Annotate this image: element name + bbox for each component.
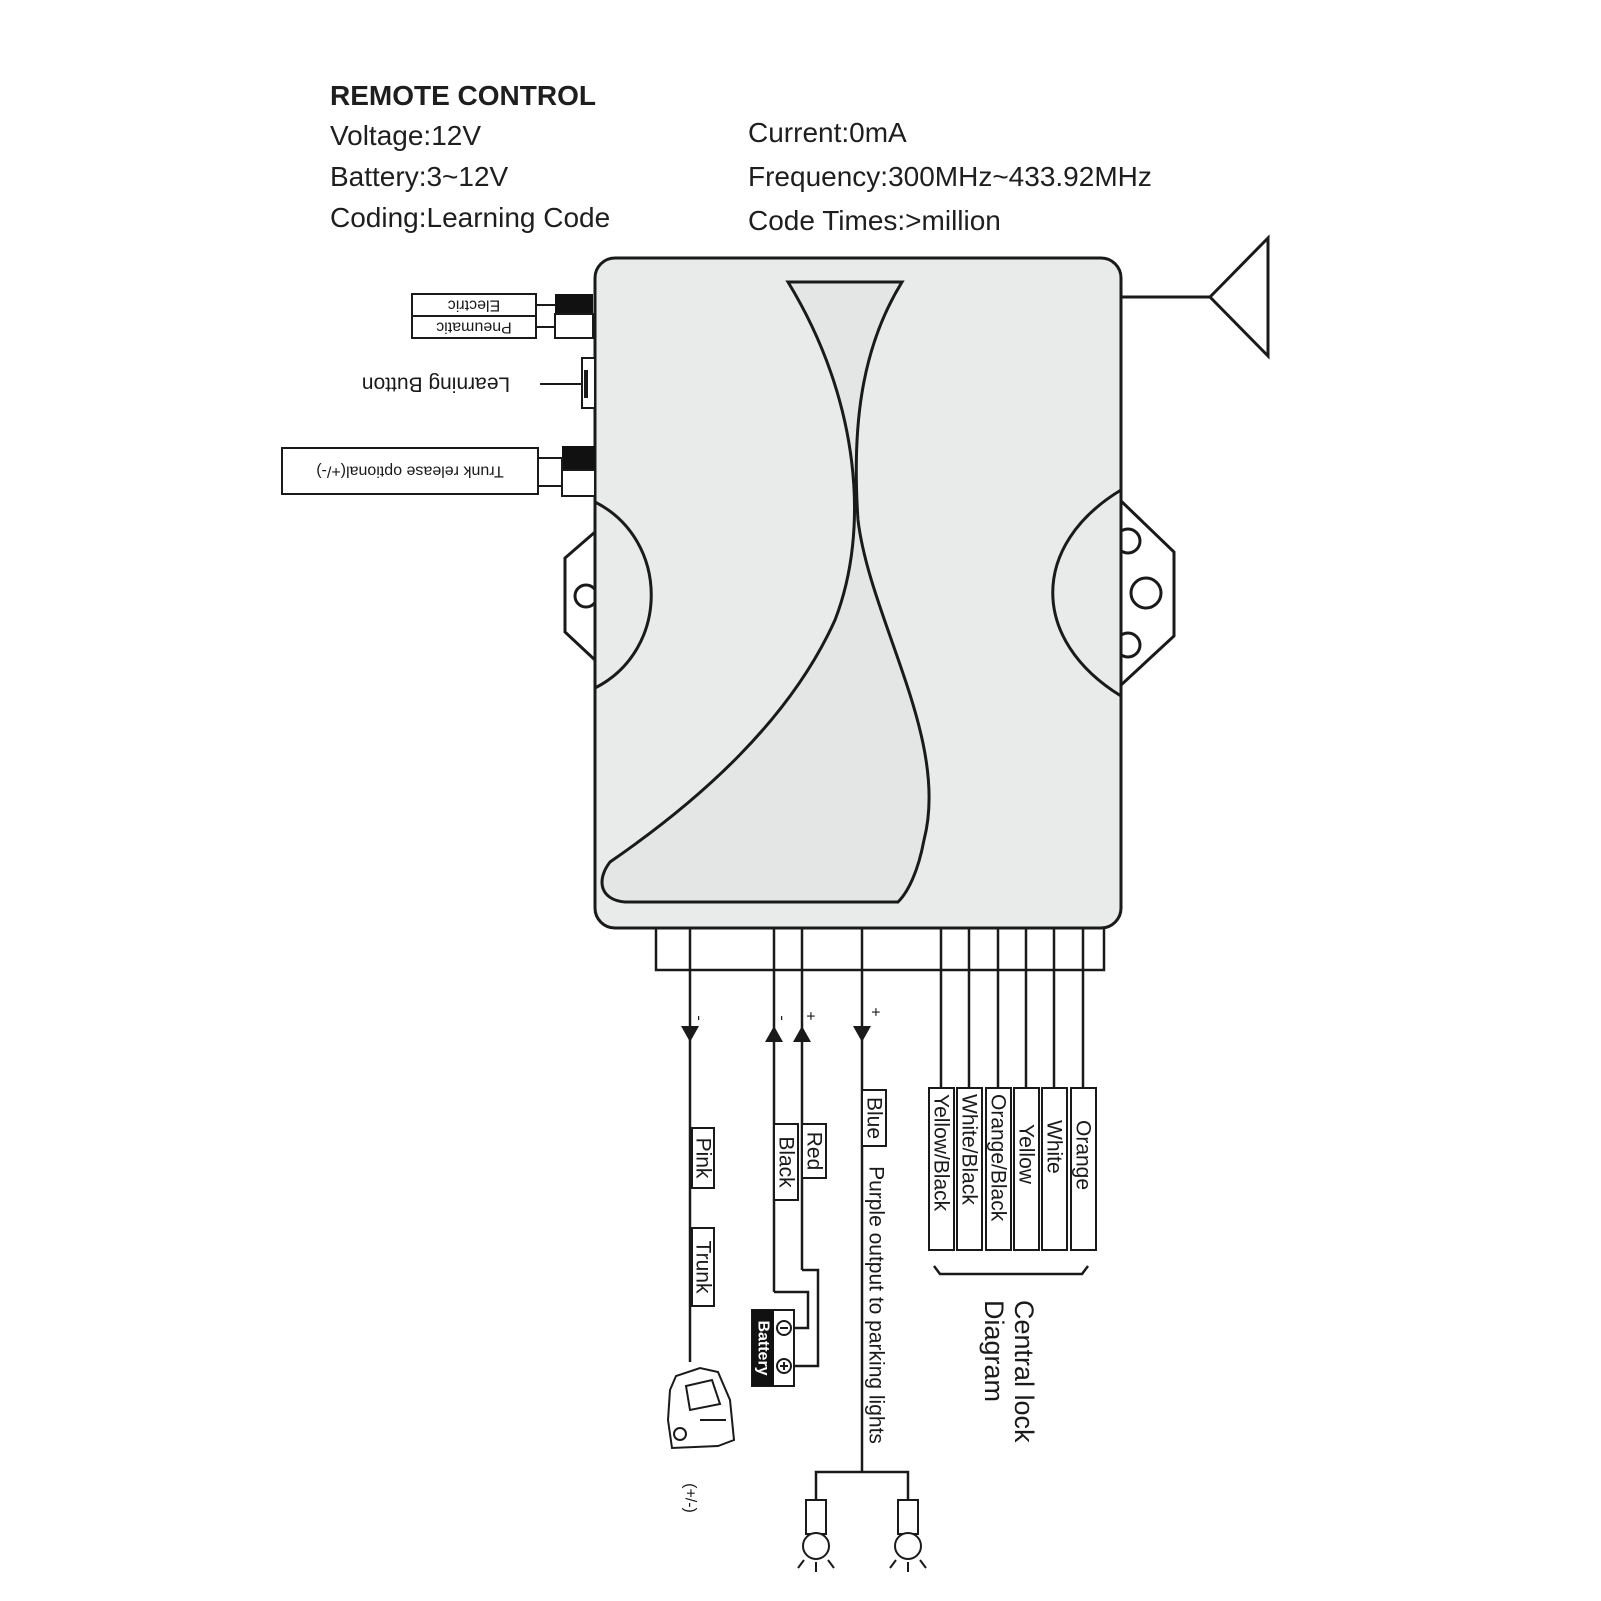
wire-label-black: Black (775, 1136, 798, 1188)
learning-button-icon[interactable] (540, 357, 596, 409)
label-trunk-release-box: Trunk release optional(+/-) (281, 447, 539, 495)
connector-electric-pneumatic (554, 294, 594, 339)
polarity-black: - (774, 1015, 791, 1020)
central-lock-wire-4: Yellow (1015, 1124, 1038, 1185)
battery-wiring (774, 1268, 820, 1368)
parking-light-right-icon (889, 1499, 927, 1572)
spec-current: Current:0mA (748, 117, 907, 148)
wire-label-red: Red (803, 1132, 826, 1171)
mounting-ear-left (563, 528, 599, 664)
label-learning-button: Learning Button (362, 373, 510, 396)
wire-label-red-box: Red (801, 1123, 827, 1179)
wire-label-trunk-box: Trunk (691, 1227, 715, 1307)
wire-label-blue-box: Blue (861, 1089, 887, 1147)
central-lock-label-line1: Central lock (1009, 1300, 1039, 1443)
wire-harness (654, 928, 1106, 1472)
arrow-red-up-icon (793, 1026, 811, 1042)
battery-label: Battery (755, 1320, 772, 1375)
module-swoosh-decoration (600, 280, 931, 904)
polarity-red: + (802, 1011, 819, 1020)
polarity-purple: + (867, 1007, 884, 1016)
spec-battery: Battery:3~12V (330, 161, 509, 192)
central-lock-wire-6: Orange (1072, 1120, 1095, 1190)
wire-label-purple-output: Purple output to parking lights (865, 1166, 888, 1444)
central-lock-wire-3: Orange/Black (987, 1094, 1010, 1222)
spec-frequency: Frequency:300MHz~433.92MHz (748, 161, 1152, 192)
central-lock-wire-2: White/Black (958, 1094, 981, 1205)
label-electric-pneumatic: Electric Pneumatic (411, 293, 555, 339)
label-pneumatic: Pneumatic (436, 319, 512, 336)
label-trunk-release: Trunk release optional(+/-) (316, 463, 504, 480)
spec-coding: Coding:Learning Code (330, 202, 611, 233)
central-lock-bracket (933, 1265, 1089, 1276)
arrow-pink-down-icon (681, 1026, 699, 1042)
central-lock-label-line2: Diagram (979, 1300, 1009, 1402)
wire-label-pink: Pink (692, 1138, 715, 1179)
spec-voltage: Voltage:12V (330, 120, 482, 151)
mounting-ear-right (1114, 496, 1176, 690)
parking-light-wiring (814, 1470, 910, 1500)
polarity-pink: - (691, 1015, 708, 1020)
arrow-purple-down-icon (853, 1026, 871, 1042)
module-left-arc (594, 500, 653, 690)
car-trunk-icon (666, 1366, 736, 1450)
label-electric: Electric (448, 297, 500, 314)
arrow-black-up-icon (765, 1026, 783, 1042)
connector-trunk-release (537, 446, 596, 497)
parking-light-left-icon (797, 1499, 835, 1572)
central-lock-label-group: Yellow/Black White/Black Orange/Black Ye… (928, 1087, 1097, 1251)
trunk-polarity-note: (+/-) (682, 1483, 699, 1513)
antenna-icon (1118, 234, 1270, 360)
wire-label-pink-box: Pink (691, 1127, 715, 1189)
module-right-arc (1051, 488, 1122, 698)
central-lock-wire-5: White (1043, 1120, 1066, 1174)
central-lock-wire-1: Yellow/Black (930, 1094, 953, 1212)
wire-label-trunk: Trunk (692, 1241, 715, 1294)
wire-label-black-box: Black (773, 1123, 799, 1201)
diagram-title: REMOTE CONTROL (330, 80, 596, 111)
spec-code-times: Code Times:>million (748, 205, 1001, 236)
battery-icon: Battery (751, 1309, 795, 1387)
wire-label-blue: Blue (863, 1097, 886, 1139)
